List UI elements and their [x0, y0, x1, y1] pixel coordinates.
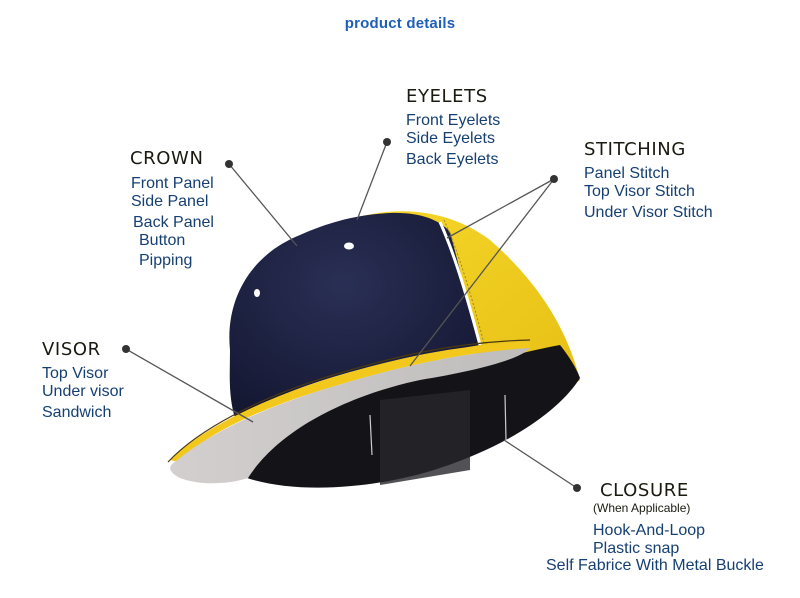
crown-heading: CROWN: [130, 148, 204, 169]
eyelets-leader-line: [356, 141, 388, 221]
stitching-leader-line-1: [446, 178, 555, 239]
eyelets-item: Back Eyelets: [406, 151, 499, 168]
crown-callout: CROWN: [130, 148, 204, 170]
closure-item: Hook-And-Loop: [593, 522, 706, 539]
visor-item: Top Visor: [42, 365, 109, 382]
eyelets-heading: EYELETS: [406, 86, 488, 107]
visor-leader-line: [125, 348, 254, 423]
stitching-heading: STITCHING: [584, 139, 686, 160]
eyelets-item: Front Eyelets: [406, 112, 501, 129]
visor-item: Under visor: [42, 383, 124, 400]
cap-piping: [438, 221, 482, 346]
visor-item: Sandwich: [42, 404, 112, 421]
visor-underside: [170, 348, 530, 484]
visor-callout: VISOR: [42, 339, 101, 361]
stitching-item: Top Visor Stitch: [584, 183, 695, 200]
stitching-leader-line-2: [409, 178, 555, 367]
eyelet-side: [254, 289, 260, 297]
crown-item: Back Panel: [133, 214, 214, 231]
page-title: product details: [344, 15, 456, 32]
stitching-callout: STITCHING: [584, 139, 686, 161]
eyelet-front: [344, 242, 354, 250]
eyelets-item: Side Eyelets: [406, 130, 495, 147]
closure-item: Self Fabrice With Metal Buckle: [546, 557, 764, 574]
crown-item: Button: [139, 232, 186, 249]
closure-subheading: (When Applicable): [593, 501, 691, 515]
eyelets-callout: EYELETS: [406, 86, 488, 108]
crown-item: Side Panel: [131, 193, 209, 210]
crown-item: Front Panel: [131, 175, 214, 192]
visor-dot-icon: [122, 345, 130, 353]
closure-callout: CLOSURE: [600, 480, 689, 502]
stitching-dot-icon: [550, 175, 558, 183]
crown-dot-icon: [225, 160, 233, 168]
closure-leader-line: [503, 439, 578, 489]
closure-heading: CLOSURE: [600, 480, 689, 501]
crown-item: Pipping: [139, 252, 193, 269]
visor-heading: VISOR: [42, 339, 101, 360]
stitching-item: Under Visor Stitch: [584, 204, 713, 221]
crown-leader-line: [228, 163, 298, 247]
eyelets-dot-icon: [383, 138, 391, 146]
stitching-item: Panel Stitch: [584, 165, 670, 182]
closure-item: Plastic snap: [593, 540, 680, 557]
leader-lines: [125, 141, 578, 489]
closure-dot-icon: [573, 484, 581, 492]
cap-front-panel: [229, 212, 480, 418]
